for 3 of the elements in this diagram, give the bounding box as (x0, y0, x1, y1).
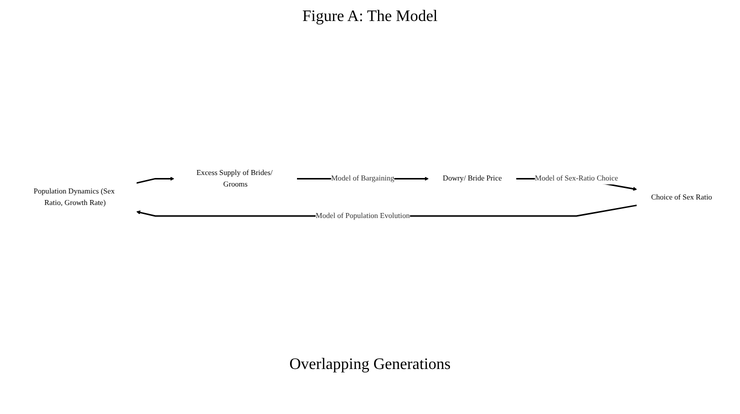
arrow (136, 176, 174, 184)
center-note: Overlapping Generations (289, 356, 451, 374)
figure-title: Figure A: The Model (302, 8, 438, 26)
